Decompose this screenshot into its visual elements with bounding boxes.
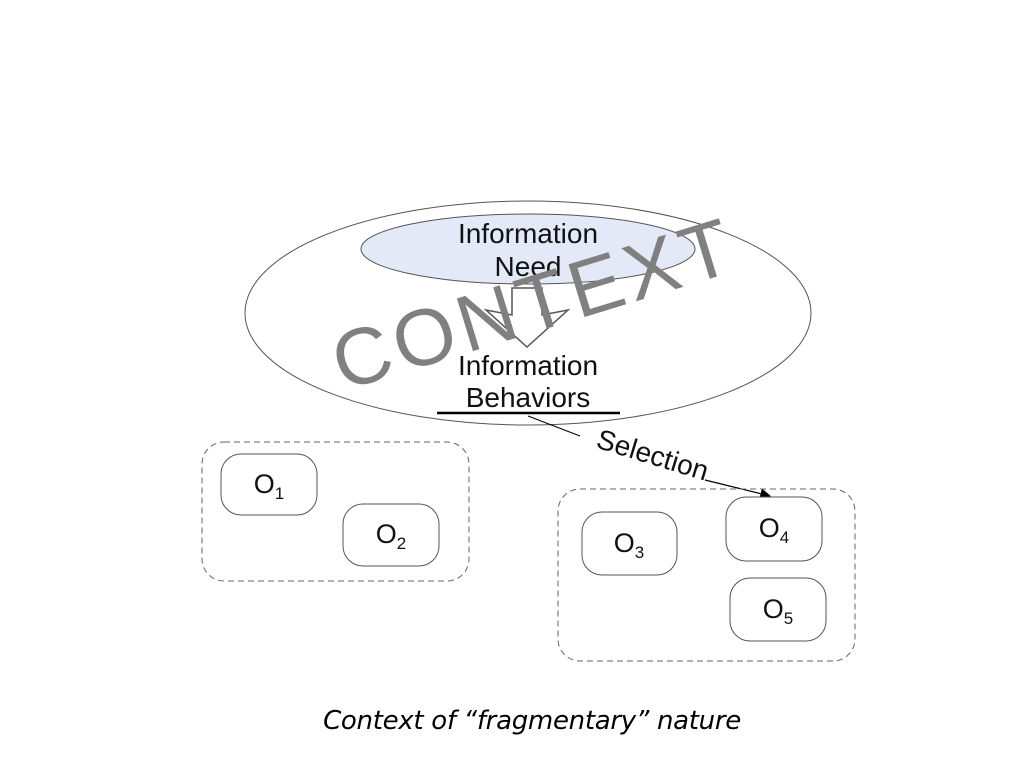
- object-box-o4: [725, 496, 823, 562]
- fragment-group-left: [201, 441, 470, 582]
- object-label-o3: O3: [614, 528, 644, 562]
- information-need-ellipse: [360, 213, 696, 285]
- object-label-o5: O5: [763, 594, 793, 628]
- object-box-o1: [220, 453, 318, 516]
- information-need-label-line1: Information: [458, 218, 598, 249]
- object-label-o4: O4: [759, 513, 789, 547]
- object-label-o2: O2: [376, 519, 406, 553]
- object-box-o2: [342, 503, 440, 567]
- information-need-label-line2: Need: [495, 251, 562, 282]
- information-behaviors-label-line2: Behaviors: [466, 382, 591, 413]
- selection-label: Selection: [593, 423, 712, 486]
- object-box-o3: [581, 511, 678, 576]
- slide-caption: Context of “fragmentary” nature: [323, 706, 741, 736]
- selection-connector: [527, 415, 581, 437]
- fragment-group-right: [557, 488, 856, 662]
- object-box-o5: [729, 577, 827, 642]
- selection-arrow: [704, 479, 772, 499]
- information-behaviors-label-line1: Information: [458, 350, 598, 381]
- down-arrow-icon: [483, 287, 571, 349]
- object-label-o1: O1: [254, 469, 284, 503]
